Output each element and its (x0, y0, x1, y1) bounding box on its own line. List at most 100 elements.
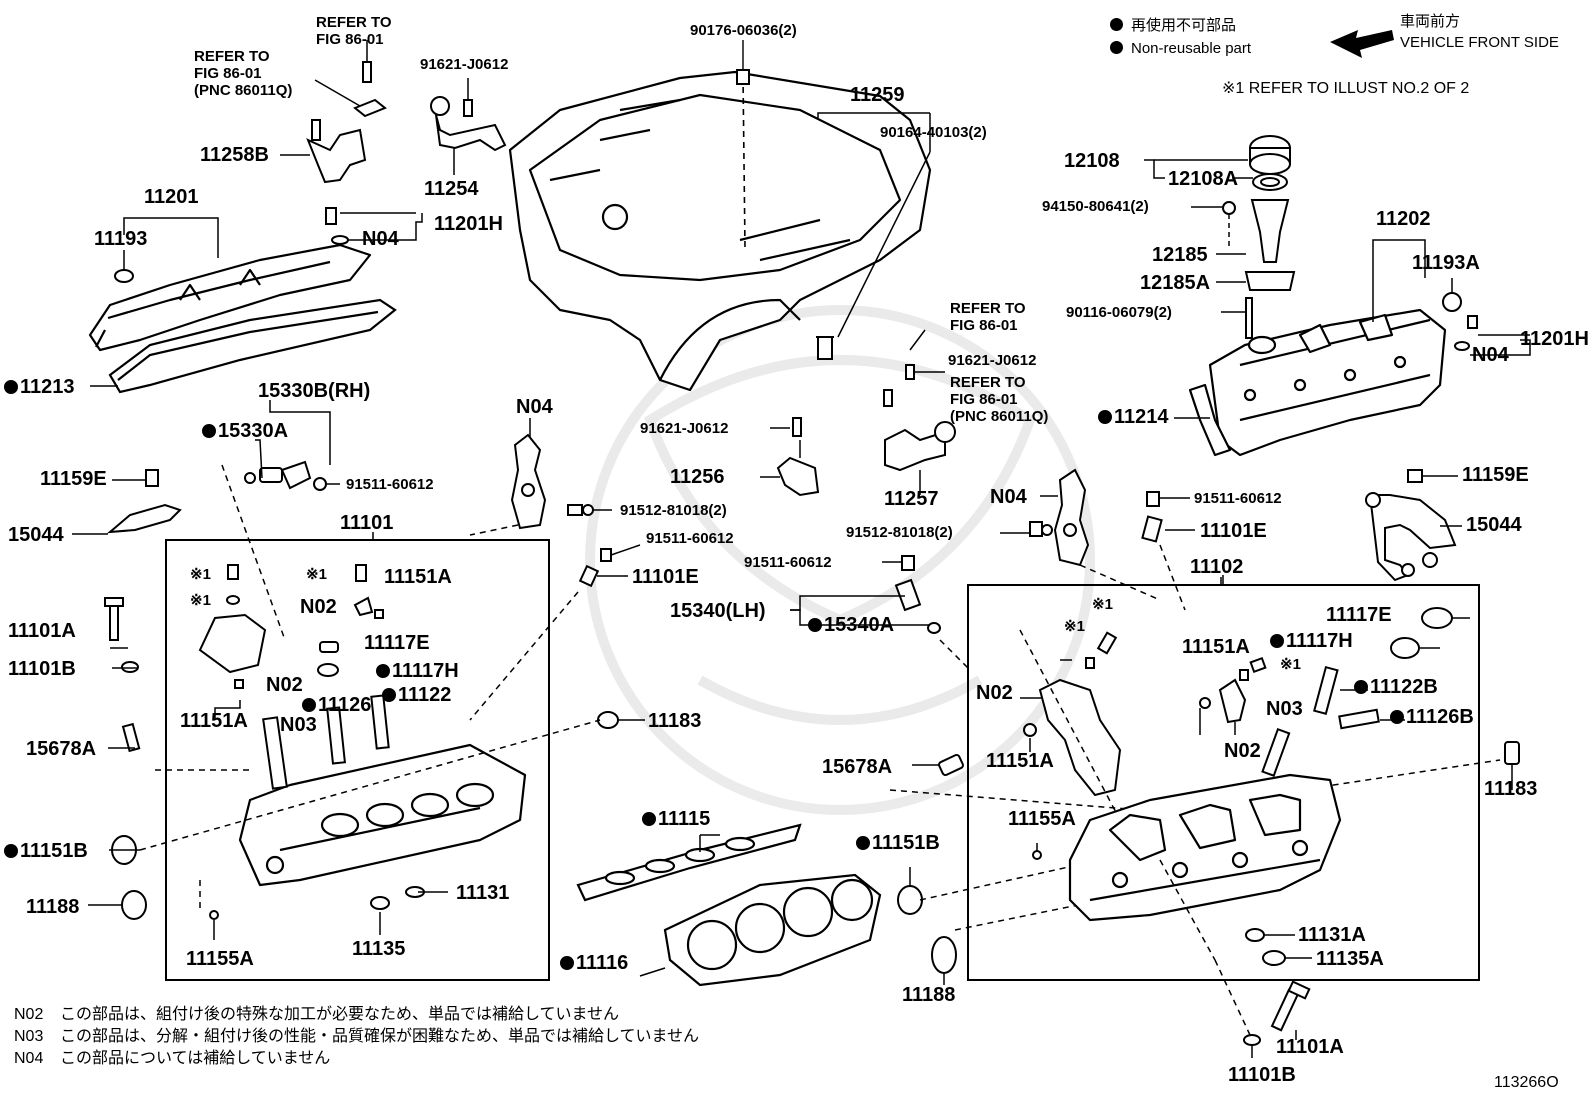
part-label[interactable]: 11101 (340, 512, 394, 534)
part-label[interactable]: 11188 (26, 896, 80, 918)
part-label[interactable]: 15330B(RH) (258, 380, 371, 402)
part-label[interactable]: 94150-80641(2) (1042, 198, 1149, 215)
part-label[interactable]: N03 (280, 714, 317, 736)
part-label[interactable]: 11101A (1276, 1036, 1344, 1058)
part-label[interactable]: N04 (1472, 344, 1509, 366)
cylinder-head-rh (1068, 773, 1342, 922)
part-label[interactable]: N02 (976, 682, 1013, 704)
part-label[interactable]: 11101B (1228, 1064, 1296, 1086)
part-label[interactable]: 11201H (434, 213, 503, 235)
part-label[interactable]: 15340A (808, 614, 894, 636)
box-11101 (165, 539, 550, 981)
part-label[interactable]: 11151B (856, 832, 940, 854)
part-label[interactable]: 11257 (884, 488, 939, 510)
part-label[interactable]: 11131A (1298, 924, 1366, 946)
part-label[interactable]: 12108 (1064, 150, 1120, 172)
part-label[interactable]: 11116 (560, 952, 628, 974)
part-label[interactable]: 11101B (8, 658, 76, 680)
part-label[interactable]: 11117H (376, 660, 459, 682)
part-label[interactable]: N04 (516, 396, 553, 418)
part-label[interactable]: 11259 (850, 84, 905, 106)
part-label[interactable]: N02 (266, 674, 303, 696)
part-label[interactable]: N04 (362, 228, 399, 250)
part-label[interactable]: 11101A (8, 620, 76, 642)
part-label[interactable]: 15044 (8, 524, 64, 546)
part-label[interactable]: 11256 (670, 466, 725, 488)
part-label[interactable]: 11151A (180, 710, 248, 732)
part-label[interactable]: 11151B (4, 840, 88, 862)
part-label[interactable]: 11151A (384, 566, 452, 588)
part-label[interactable]: 91511-60612 (1194, 490, 1282, 507)
part-label[interactable]: 11102 (1190, 556, 1244, 578)
part-label[interactable]: 15678A (26, 738, 97, 760)
part-label[interactable]: 91511-60612 (744, 554, 832, 571)
part-label[interactable]: 12185 (1152, 244, 1208, 266)
part-label[interactable]: 11258B (200, 144, 269, 166)
part-label[interactable]: 11115 (642, 808, 710, 830)
part-label[interactable]: 11131 (456, 882, 510, 904)
sensor-15330 (244, 460, 327, 491)
refer-mark[interactable]: ※1 (1092, 596, 1113, 613)
part-label[interactable]: N02 (300, 596, 337, 618)
part-label[interactable]: 11151A (1182, 636, 1250, 658)
part-label[interactable]: 11159E (1462, 464, 1529, 486)
refer-mark[interactable]: ※1 (306, 566, 327, 583)
part-label[interactable]: 11122 (382, 684, 451, 706)
part-label[interactable]: 11201H (1520, 328, 1589, 350)
part-label[interactable]: 11155A (186, 948, 254, 970)
non-reusable-dot-icon (4, 844, 18, 858)
part-label[interactable]: 11214 (1098, 406, 1169, 428)
part-label[interactable]: 15340(LH) (670, 600, 766, 622)
part-label[interactable]: 11135A (1316, 948, 1384, 970)
part-label[interactable]: 11101E (1200, 520, 1267, 542)
part-label[interactable]: 90116-06079(2) (1066, 304, 1172, 321)
part-label[interactable]: 15330A (202, 420, 288, 442)
part-label[interactable]: 11135 (352, 938, 406, 960)
part-label[interactable]: 11213 (4, 376, 75, 398)
part-label[interactable]: N03 (1266, 698, 1303, 720)
part-label[interactable]: 90164-40103(2) (880, 124, 987, 141)
non-reusable-dot-icon (1110, 41, 1123, 54)
part-label[interactable]: 15044 (1466, 514, 1522, 536)
part-label[interactable]: 11188 (902, 984, 956, 1006)
part-label[interactable]: 11126B (1390, 706, 1474, 728)
part-label[interactable]: 91621-J0612 (420, 56, 509, 73)
part-label[interactable]: 12185A (1140, 272, 1211, 294)
part-label[interactable]: 91511-60612 (646, 530, 734, 547)
part-label[interactable]: 91512-81018(2) (620, 502, 727, 519)
part-label[interactable]: N02 (1224, 740, 1261, 762)
part-label[interactable]: 11183 (648, 710, 702, 732)
watermark-emblem (585, 305, 1095, 815)
part-label[interactable]: 91621-J0612 (948, 352, 1037, 369)
refer-mark[interactable]: ※1 (190, 566, 211, 583)
part-label[interactable]: N04 (990, 486, 1027, 508)
part-label[interactable]: 11117E (1326, 604, 1392, 626)
refer-mark[interactable]: ※1 (190, 592, 211, 609)
part-label[interactable]: 11117H (1270, 630, 1353, 652)
part-label[interactable]: 11155A (1008, 808, 1076, 830)
part-label[interactable]: 11201 (144, 186, 199, 208)
part-label[interactable]: 12108A (1168, 168, 1239, 190)
part-label[interactable]: 11159E (40, 468, 107, 490)
part-label[interactable]: 11183 (1484, 778, 1538, 800)
refer-mark[interactable]: ※1 (1064, 618, 1085, 635)
part-label[interactable]: 11122B (1354, 676, 1438, 698)
part-label[interactable]: 11151A (986, 750, 1054, 772)
part-label[interactable]: 11193A (1412, 252, 1480, 274)
part-label[interactable]: 11193 (94, 228, 148, 250)
part-label[interactable]: 91512-81018(2) (846, 524, 953, 541)
part-label[interactable]: 11202 (1376, 208, 1431, 230)
part-label[interactable]: 91621-J0612 (640, 420, 729, 437)
part-label[interactable]: 11101E (632, 566, 699, 588)
part-label[interactable]: 15678A (822, 756, 893, 778)
part-label[interactable]: 11117E (364, 632, 430, 654)
refer-mark[interactable]: ※1 (1280, 656, 1301, 673)
part-label[interactable]: 91511-60612 (346, 476, 434, 493)
part-label[interactable]: 11126 (302, 694, 371, 716)
part-label[interactable]: 90176-06036(2) (690, 22, 797, 39)
part-label[interactable]: 11254 (424, 178, 479, 200)
